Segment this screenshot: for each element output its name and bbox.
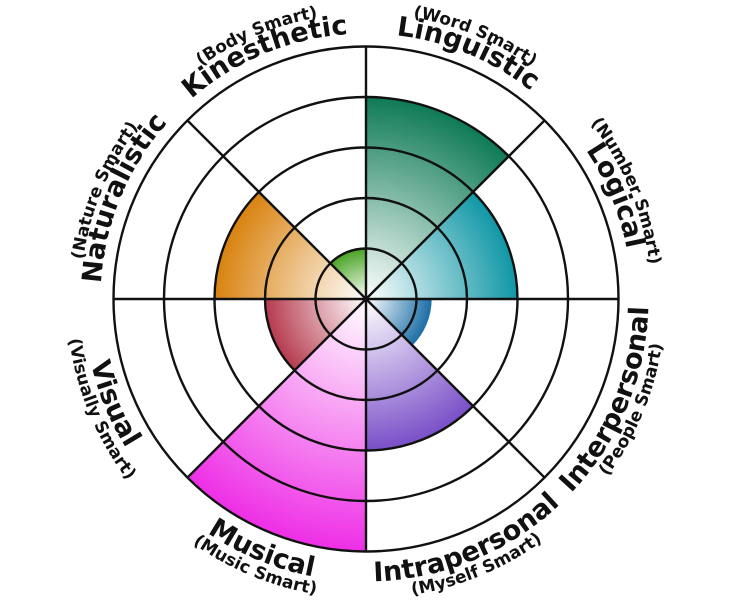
intelligence-wedges <box>187 97 518 552</box>
linguistic-wedge <box>366 97 509 299</box>
kinesthetic-wedge <box>330 248 366 299</box>
spoke-8 <box>186 119 367 300</box>
spoke-6 <box>186 298 367 479</box>
spoke-2 <box>365 119 546 300</box>
logical-wedge <box>366 191 518 299</box>
spoke-4 <box>365 298 546 479</box>
intrapersonal-wedge <box>366 299 474 451</box>
visual-wedge <box>265 299 366 371</box>
wheel-grid <box>112 45 620 553</box>
musical-wedge <box>187 299 366 552</box>
naturalistic-wedge <box>214 191 366 299</box>
